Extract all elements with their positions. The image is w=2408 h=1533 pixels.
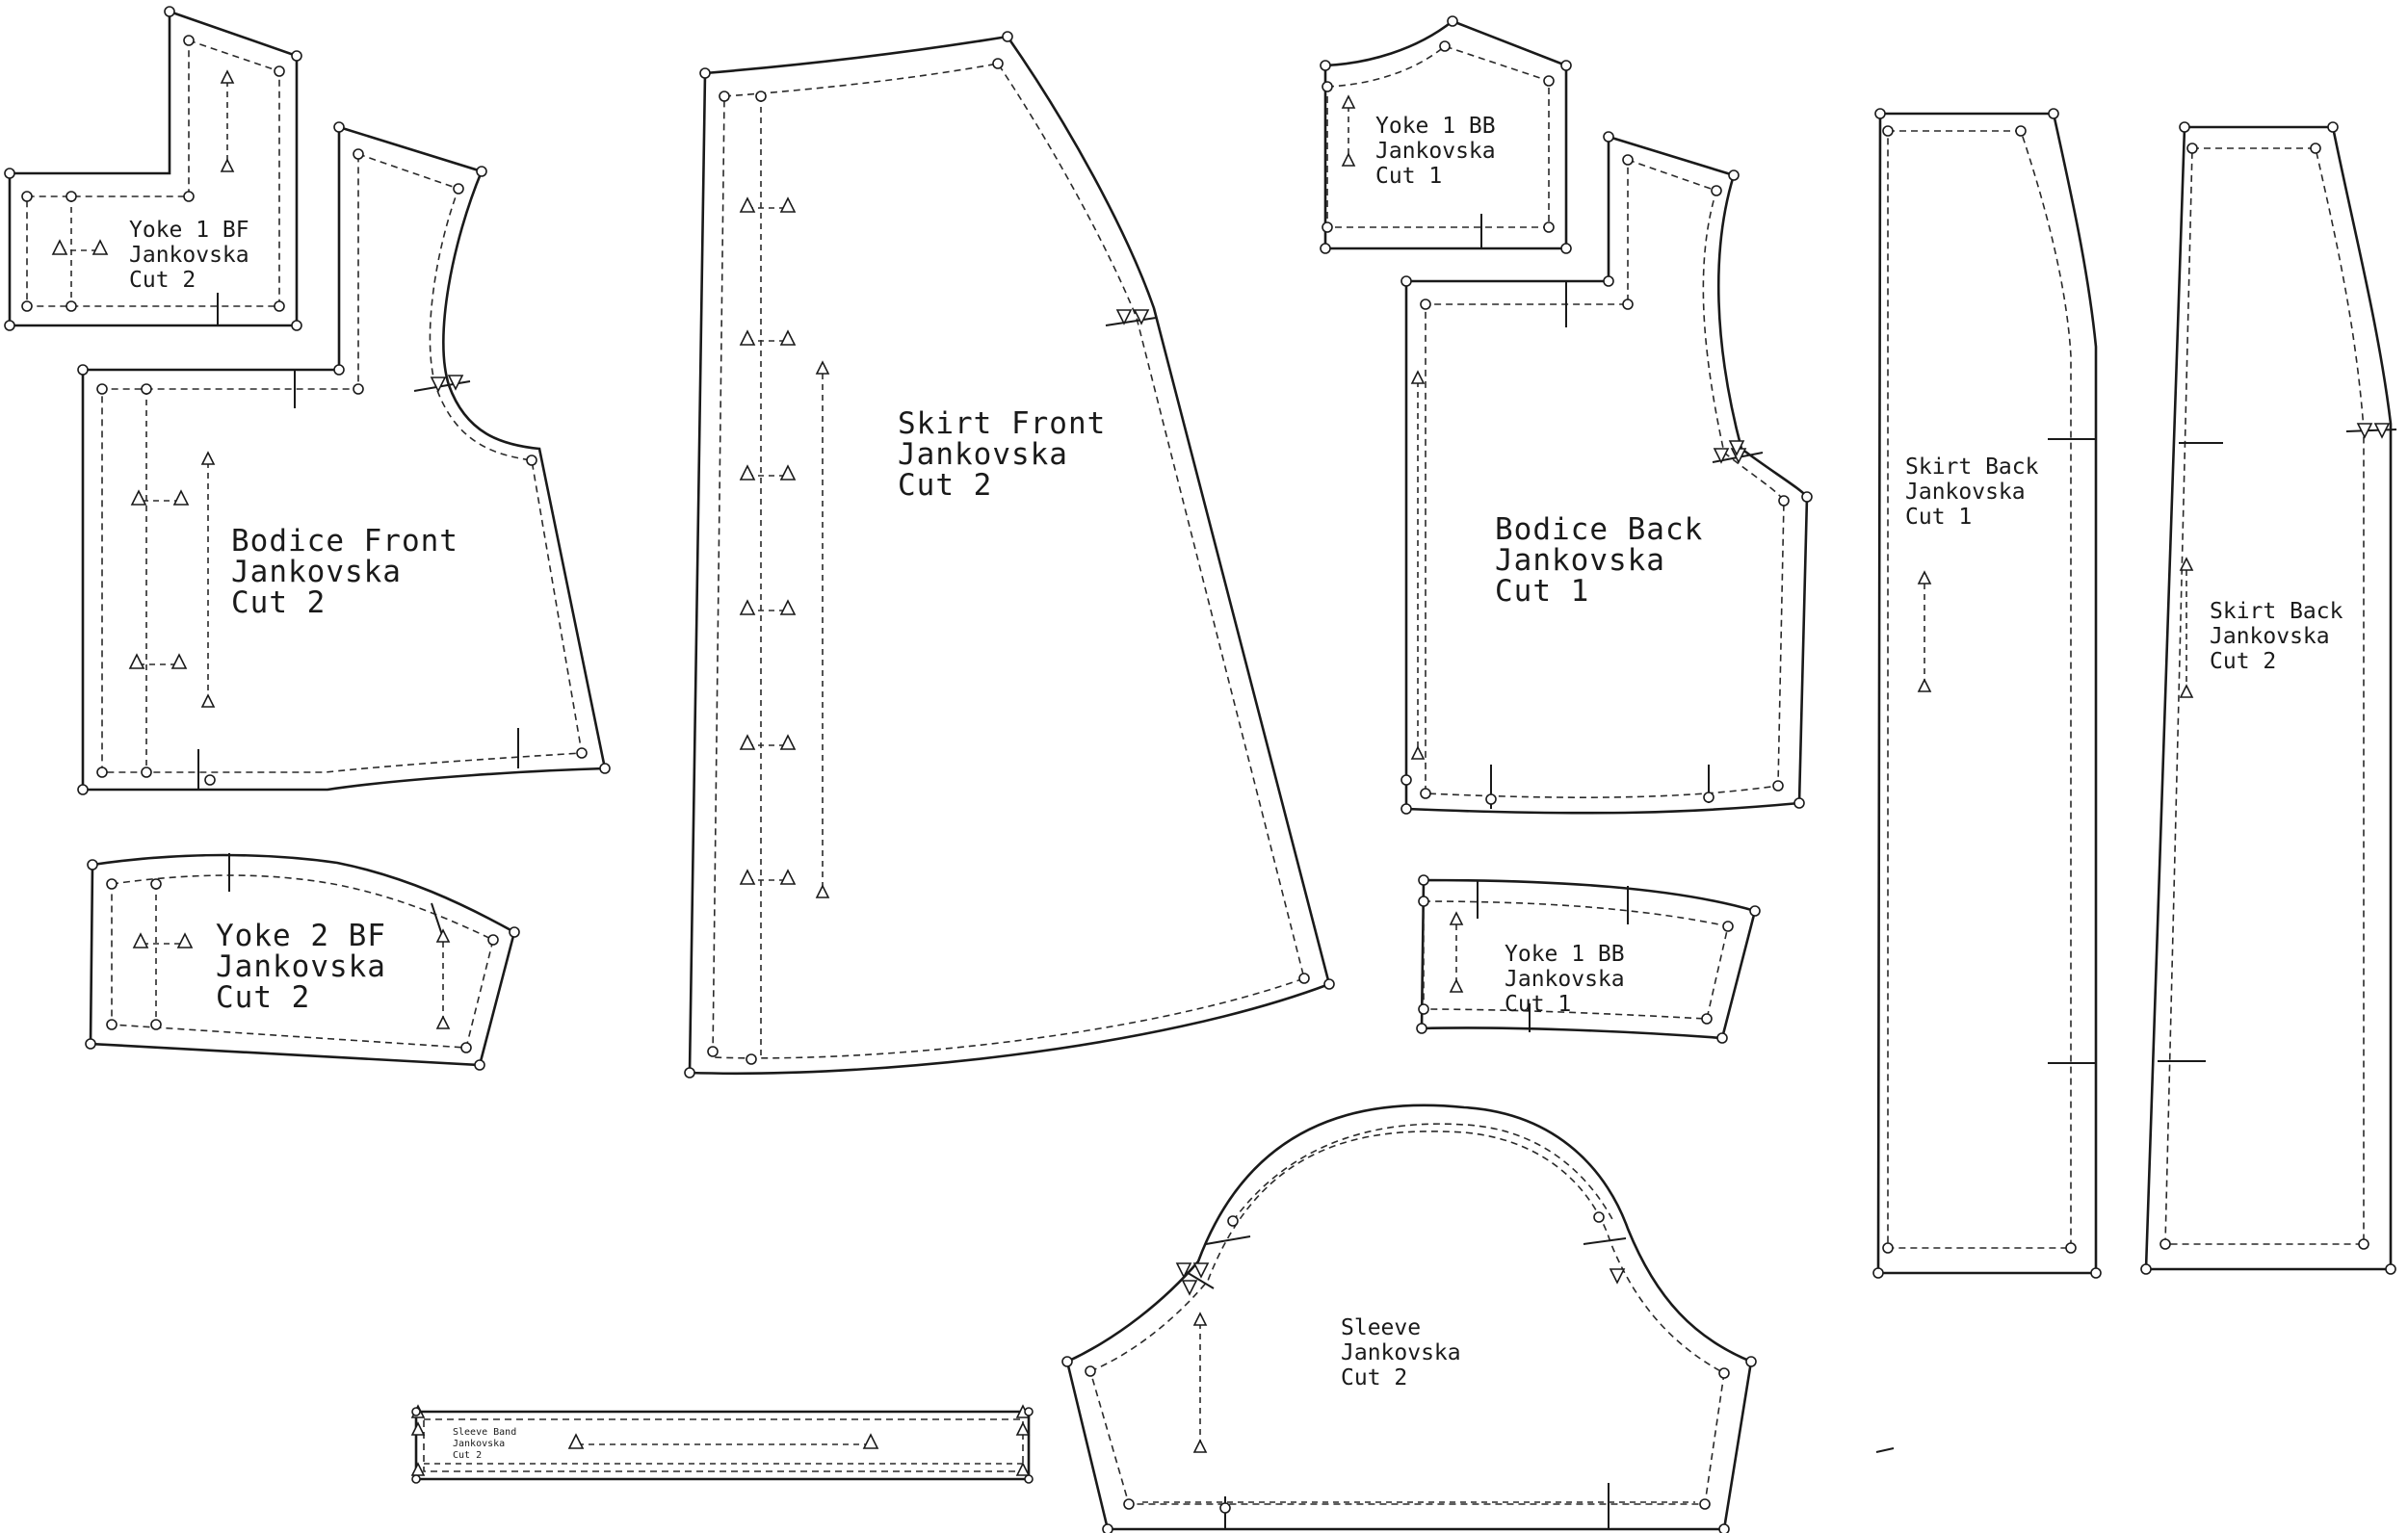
sleeve-cut-line [1065,1104,1753,1531]
bodice-front-label: Bodice Front Jankovska Cut 2 [231,524,478,620]
stray-mark [1875,1447,1895,1453]
skirt-front-cut-line [688,35,1331,1076]
skirt-back-1-seam-line [1887,130,2072,1249]
bodice-front-seam-line [101,152,583,773]
piece-sleeve: Sleeve Jankovska Cut 2 [1061,1104,1757,1533]
sleeve-band-label: Sleeve Band Jankovska Cut 2 [453,1427,522,1461]
piece-skirt-front: Skirt Front Jankovska Cut 2 [684,31,1335,1078]
skirt-back-1-cut-line [1876,112,2098,1275]
piece-bodice-front: Bodice Front Jankovska Cut 2 [77,121,611,795]
yoke-1-bb-bottom-cut-line [1420,878,1757,1040]
yoke-1-bb-top-cut-line [1323,19,1568,250]
bodice-front-cut-line [81,125,607,792]
yoke-1-bb-bottom-label: Yoke 1 BB Jankovska Cut 1 [1505,942,1637,1017]
bodice-back-cut-line [1404,135,1809,815]
yoke-1-bb-top-label: Yoke 1 BB Jankovska Cut 1 [1375,114,1508,189]
piece-skirt-back-1: Skirt Back Jankovska Cut 1 [1872,108,2102,1279]
yoke-1-bb-bottom-seam-line [1423,900,1729,1020]
yoke-2-bf-seam-line [111,874,494,1049]
skirt-front-label: Skirt Front Jankovska Cut 2 [898,406,1125,503]
skirt-back-2-cut-line [2144,125,2393,1271]
yoke-1-bf-label: Yoke 1 BF Jankovska Cut 2 [129,218,262,293]
piece-sleeve-band: Sleeve Band Jankovska Cut 2 [410,1404,1034,1484]
skirt-front-seam-line [712,63,1305,1059]
piece-yoke-2-bf: Yoke 2 BF Jankovska Cut 2 [85,853,520,1071]
piece-skirt-back-2: Skirt Back Jankovska Cut 2 [2140,121,2397,1275]
sleeve-label: Sleeve Jankovska Cut 2 [1341,1315,1474,1390]
yoke-2-bf-label: Yoke 2 BF Jankovska Cut 2 [216,919,406,1015]
sleeve-seam-line [1089,1130,1725,1505]
piece-yoke-1-bf: Yoke 1 BF Jankovska Cut 2 [4,6,302,331]
piece-yoke-1-bb-top: Yoke 1 BB Jankovska Cut 1 [1320,15,1572,254]
piece-yoke-1-bb-bottom: Yoke 1 BB Jankovska Cut 1 [1416,874,1761,1044]
skirt-back-2-label: Skirt Back Jankovska Cut 2 [2210,599,2356,674]
skirt-back-1-label: Skirt Back Jankovska Cut 1 [1905,455,2052,530]
piece-bodice-back: Bodice Back Jankovska Cut 1 [1400,131,1813,815]
bodice-back-label: Bodice Back Jankovska Cut 1 [1495,512,1722,609]
skirt-back-2-seam-line [2164,147,2365,1245]
bodice-back-seam-line [1425,158,1785,798]
yoke-2-bf-cut-line [89,853,516,1067]
